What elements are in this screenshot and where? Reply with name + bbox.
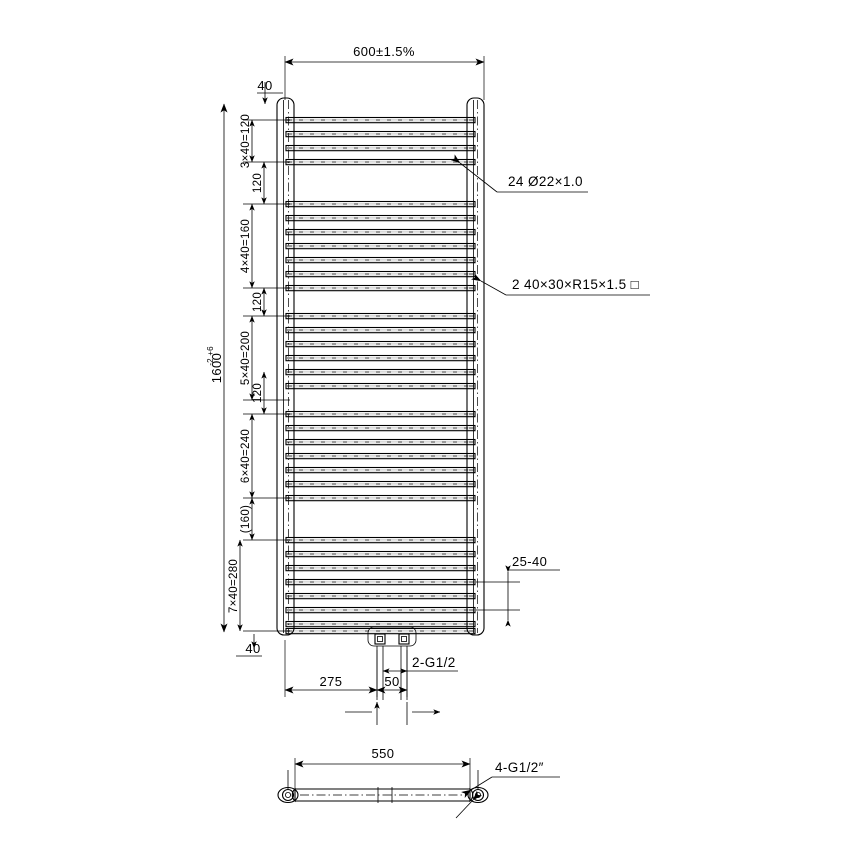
- left-end-fitting: [277, 770, 299, 804]
- tube: [285, 494, 476, 502]
- radiator-front-view: [276, 97, 485, 700]
- tube: [285, 256, 476, 264]
- tube: [285, 242, 476, 250]
- tube: [285, 452, 476, 460]
- tube: [285, 424, 476, 432]
- note-tube-callout: 24 Ø22×1.0: [450, 154, 588, 193]
- tube-group-1: [285, 116, 476, 166]
- note-label-tubes: 24 Ø22×1.0: [508, 174, 583, 189]
- tube: [285, 284, 476, 292]
- tube: [285, 564, 476, 572]
- right-end-fitting: [467, 770, 489, 804]
- dim-label-chain-3: 120: [252, 292, 264, 312]
- note-label-4-g12: 4-G1/2″: [495, 760, 544, 775]
- dim-overall-height: 1600 +6 -2: [206, 103, 228, 633]
- tube: [285, 410, 476, 418]
- dim-label-50: 50: [384, 674, 399, 689]
- right-vertical-rail: [466, 97, 485, 636]
- dim-top-offset: 40: [257, 78, 283, 105]
- tube: [285, 620, 476, 628]
- dim-chain-vertical: 3×40=120 120 4×40=160 120 5×40=200 120 6…: [228, 114, 290, 632]
- dim-label-275: 275: [320, 674, 343, 689]
- tube: [285, 466, 476, 474]
- tube-group-4: [285, 410, 476, 502]
- note-label-2-g12: 2-G1/2: [412, 655, 456, 670]
- dim-label-chain-0: 3×40=120: [240, 114, 252, 168]
- dim-bottom-view-width: 550: [294, 746, 471, 790]
- tube-group-3: [285, 284, 476, 390]
- tube: [285, 354, 476, 362]
- tube: [285, 438, 476, 446]
- tube: [285, 606, 476, 614]
- note-bottom-connections: 4-G1/2″: [455, 760, 560, 819]
- dim-label-projection: 25-40: [512, 554, 547, 569]
- tube: [285, 382, 476, 390]
- dim-label-chain-2: 4×40=160: [240, 219, 252, 273]
- tube: [285, 368, 476, 376]
- tube: [285, 627, 476, 635]
- tube: [285, 550, 476, 558]
- tube-group-2: [285, 200, 476, 278]
- dim-label-overall-width: 600±1.5%: [353, 44, 415, 59]
- tube: [285, 200, 476, 208]
- dim-label-chain-7: (160): [240, 505, 252, 533]
- tube: [285, 228, 476, 236]
- tube: [285, 536, 476, 544]
- note-label-rails: 2 40×30×R15×1.5 □: [512, 277, 639, 292]
- tube: [285, 214, 476, 222]
- left-vertical-rail: [276, 97, 295, 636]
- tube: [285, 144, 476, 152]
- radiator-bottom-view: 550 4-G1/2″: [277, 746, 560, 819]
- tube: [285, 270, 476, 278]
- tube: [285, 592, 476, 600]
- tube: [285, 312, 476, 320]
- tube-bank: [285, 116, 476, 635]
- dim-label-550: 550: [372, 746, 395, 761]
- dim-label-bottom-offset: 40: [245, 641, 260, 656]
- dim-label-top-offset: 40: [257, 78, 272, 93]
- tube: [285, 340, 476, 348]
- tube: [285, 116, 476, 124]
- note-rail-callout: 2 40×30×R15×1.5 □: [471, 273, 650, 296]
- tube: [285, 326, 476, 334]
- dim-label-chain-5: 120: [252, 383, 264, 403]
- dim-label-height-tol-lower: -2: [206, 358, 215, 366]
- dim-label-chain-8: 7×40=280: [228, 559, 240, 613]
- tube: [285, 578, 476, 586]
- dim-bottom-chain: 275 50 2-G1/2: [284, 640, 458, 725]
- tube: [285, 158, 476, 166]
- dim-tube-projection: 25-40: [476, 554, 560, 627]
- dim-overall-width: 600±1.5%: [284, 44, 485, 100]
- valve-connection-assembly: [367, 626, 417, 700]
- dim-label-chain-1: 120: [252, 173, 264, 193]
- dim-label-overall-height: 1600: [209, 353, 224, 384]
- dim-label-height-tol-upper: +6: [206, 346, 215, 356]
- dim-bottom-offset: 40: [236, 634, 262, 657]
- tube: [285, 480, 476, 488]
- dim-label-chain-6: 6×40=240: [240, 429, 252, 483]
- tube: [285, 130, 476, 138]
- dim-label-chain-4: 5×40=200: [240, 331, 252, 385]
- tube-group-5: [285, 536, 476, 635]
